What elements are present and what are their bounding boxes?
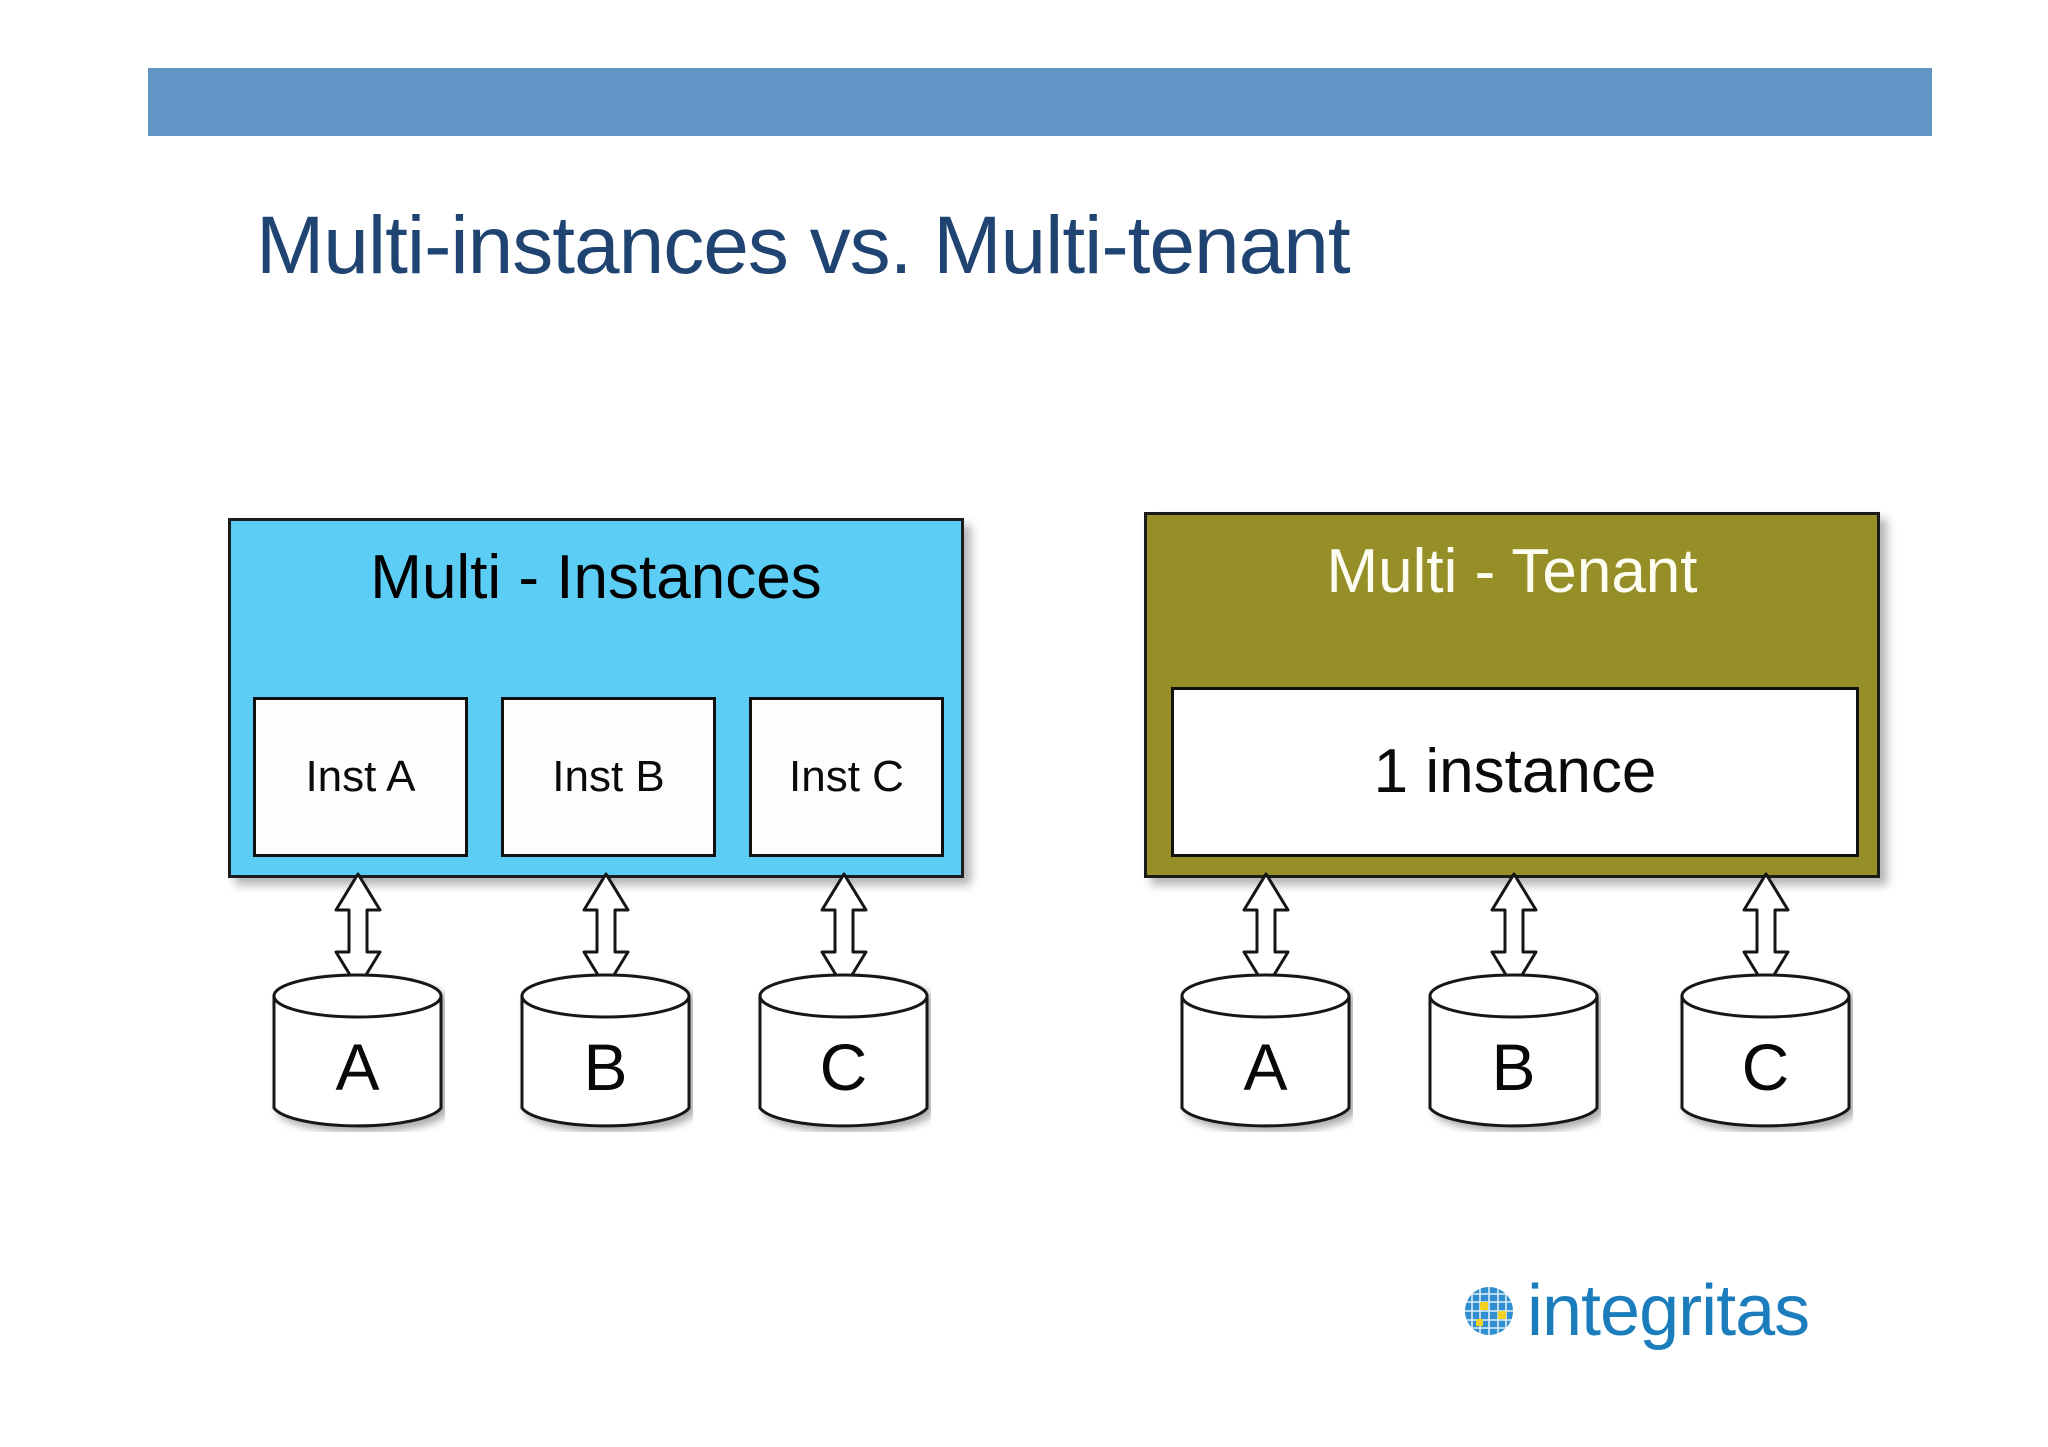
panel-multi-tenant-title: Multi - Tenant	[1326, 537, 1698, 606]
instance-box-b: Inst B	[501, 697, 716, 857]
panel-multi-instances-title: Multi - Instances	[370, 543, 822, 612]
header-accent-bar	[148, 68, 1932, 136]
page-title: Multi-instances vs. Multi-tenant	[256, 200, 1351, 291]
database-cylinder-a: A	[270, 972, 445, 1132]
database-cylinder-c2: C	[1678, 972, 1853, 1132]
instance-box-a: Inst A	[253, 697, 468, 857]
database-cylinder-b: B	[518, 972, 693, 1132]
globe-grid-icon	[1463, 1285, 1515, 1337]
database-cylinder-b2: B	[1426, 972, 1601, 1132]
instance-box-c: Inst C	[749, 697, 944, 857]
logo-wordmark: integritas	[1527, 1271, 1810, 1351]
database-cylinder-a2: A	[1178, 972, 1353, 1132]
integritas-logo: integritas	[1463, 1271, 1810, 1351]
panel-multi-tenant: Multi - Tenant 1 instance	[1144, 512, 1880, 878]
database-cylinder-c: C	[756, 972, 931, 1132]
single-instance-box: 1 instance	[1171, 687, 1859, 857]
panel-multi-instances: Multi - Instances Inst A Inst B Inst C	[228, 518, 964, 878]
